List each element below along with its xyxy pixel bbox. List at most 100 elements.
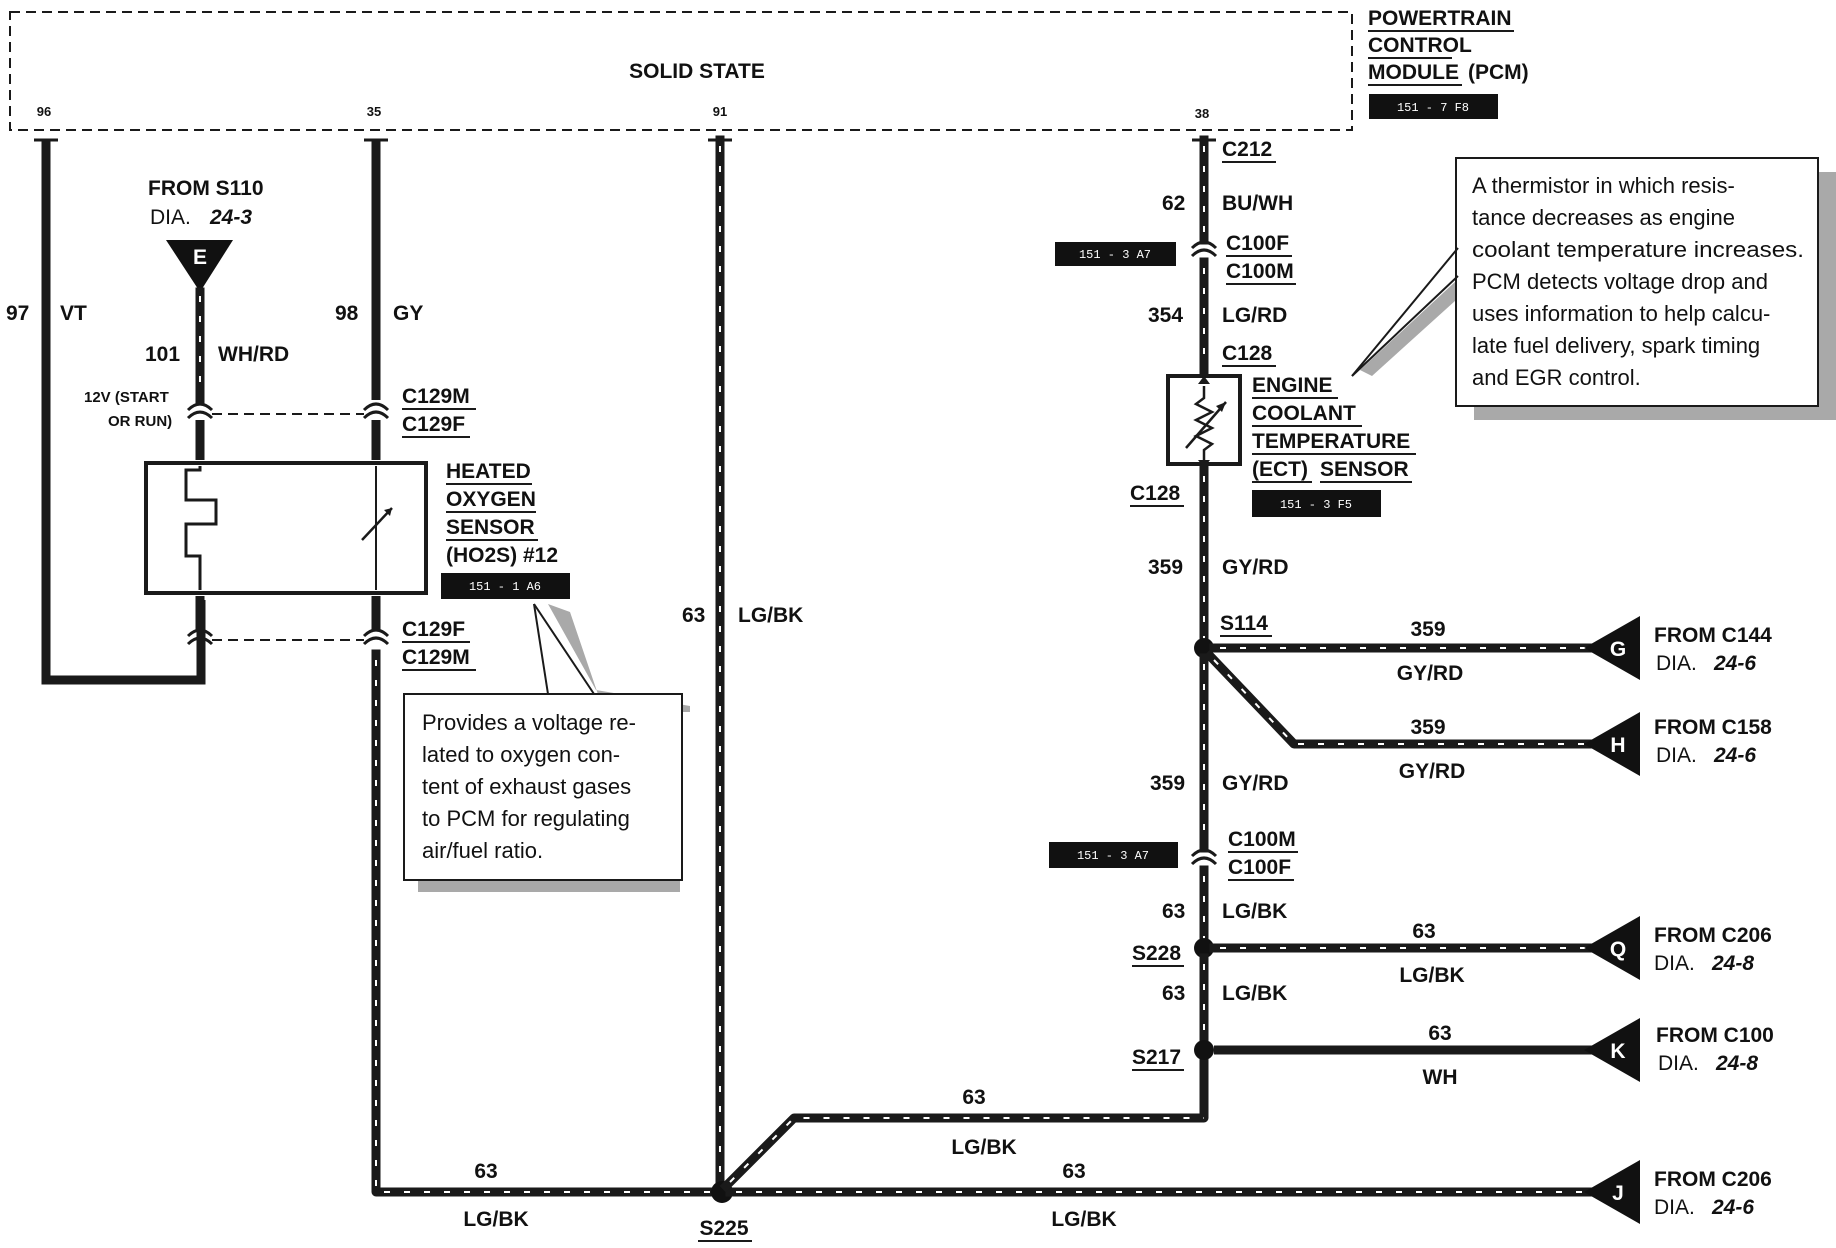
branch-g-circuit: 359	[1410, 618, 1445, 641]
ho2s-line-3: SENSOR	[446, 516, 535, 539]
circuit-354: 354	[1148, 304, 1183, 327]
connector-q-letter: Q	[1610, 938, 1626, 961]
ect-note: A thermistor in which resis- tance decre…	[1351, 157, 1836, 420]
ect-ref-box	[1252, 490, 1381, 517]
connector-k-dia-prefix: DIA.	[1658, 1052, 1699, 1075]
ect-line-3: TEMPERATURE	[1252, 430, 1410, 453]
ho2s-note-5: air/fuel ratio.	[422, 838, 543, 863]
connector-g: G FROM C144 DIA. 24-6	[1584, 616, 1772, 680]
c100f-top: C100F	[1226, 232, 1289, 255]
c100m-bot: C100M	[1228, 828, 1296, 851]
pcm-title-line-4: (PCM)	[1468, 61, 1529, 84]
from-s110-label: FROM S110	[148, 177, 264, 200]
connector-g-from: FROM C144	[1654, 624, 1772, 647]
pcm-title-line-3: MODULE	[1368, 61, 1459, 84]
connector-j: J FROM C206 DIA. 24-6	[1584, 1160, 1772, 1224]
circuit-63b: 63	[1162, 982, 1185, 1005]
connector-j-letter: J	[1612, 1182, 1624, 1205]
pcm-module: SOLID STATE 96 35 91 38	[9, 11, 1353, 131]
c129f-bot: C129F	[402, 618, 465, 641]
pcm-pin-38: 38	[1195, 106, 1209, 121]
color-359-lower: GY/RD	[1222, 772, 1289, 795]
gy-color: GY	[393, 302, 423, 325]
thermistor-symbol	[1193, 386, 1215, 460]
ect-note-box	[1455, 157, 1819, 407]
ho2s-ref-box	[441, 573, 570, 599]
connector-g-letter: G	[1610, 638, 1626, 661]
c128-top: C128	[1222, 342, 1273, 365]
s228-label: S228	[1132, 942, 1181, 965]
circuit-359-lower: 359	[1150, 772, 1185, 795]
ho2s-note: Provides a voltage re- lated to oxygen c…	[403, 603, 690, 892]
s225-label: S225	[699, 1217, 748, 1240]
branch-q-color: LG/BK	[1399, 964, 1464, 987]
center-color: LG/BK	[738, 604, 803, 627]
circuit-359-upper: 359	[1148, 556, 1183, 579]
pcm-title-line-2: CONTROL	[1368, 34, 1472, 57]
c100f-bot: C100F	[1228, 856, 1291, 879]
connector-q: Q FROM C206 DIA. 24-8	[1584, 916, 1772, 980]
ect-note-4: PCM detects voltage drop and	[1472, 269, 1768, 294]
branch-h-circuit: 359	[1410, 716, 1445, 739]
connector-j-arrow	[1584, 1160, 1640, 1224]
splice-s217	[1194, 1040, 1214, 1060]
heater-element	[184, 466, 218, 590]
c129f-top: C129F	[402, 413, 465, 436]
pcm-ref-box	[1369, 94, 1498, 119]
color-354: LG/RD	[1222, 304, 1287, 327]
splice-s228	[1194, 938, 1214, 958]
pcm-pin-96: 96	[37, 104, 51, 119]
connector-h: H FROM C158 DIA. 24-6	[1584, 712, 1772, 776]
ho2s-ref: 151 - 1 A6	[469, 580, 541, 594]
ho2s-line-2: OXYGEN	[446, 488, 536, 511]
ho2s-note-2: lated to oxygen con-	[422, 742, 620, 767]
ect-line-1: ENGINE	[1252, 374, 1333, 397]
bottom-left-color: LG/BK	[463, 1208, 528, 1231]
connector-j-dia: 24-6	[1711, 1196, 1754, 1219]
ho2s-id: (HO2S) #12	[446, 544, 558, 567]
color-63a: LG/BK	[1222, 900, 1287, 923]
connector-h-arrow	[1584, 712, 1640, 776]
connector-q-dia: 24-8	[1711, 952, 1754, 975]
circuit-62: 62	[1162, 192, 1185, 215]
wire-vt-97	[41, 140, 206, 685]
branch-q-circuit: 63	[1412, 920, 1435, 943]
s114-label: S114	[1220, 612, 1268, 635]
connector-g-dia: 24-6	[1713, 652, 1756, 675]
branch-k-circuit: 63	[1428, 1022, 1451, 1045]
c129m-bot: C129M	[402, 646, 470, 669]
connector-g-arrow	[1584, 616, 1640, 680]
ho2s-note-3: tent of exhaust gases	[422, 774, 631, 799]
connector-h-dia-prefix: DIA.	[1656, 744, 1697, 767]
ect-note-3: coolant temperature increases.	[1472, 237, 1804, 262]
ho2s-line-1: HEATED	[446, 460, 531, 483]
lower-ref-box	[1049, 842, 1178, 868]
ect-id-b: SENSOR	[1320, 458, 1409, 481]
color-359-upper: GY/RD	[1222, 556, 1289, 579]
whrd-color: WH/RD	[218, 343, 289, 366]
power-note-2: OR RUN)	[108, 413, 172, 430]
from-s110-dia-prefix: DIA.	[150, 206, 191, 229]
pcm-pin-91: 91	[713, 104, 727, 119]
color-63b: LG/BK	[1222, 982, 1287, 1005]
branch-h-color: GY/RD	[1399, 760, 1466, 783]
ho2s-outline	[144, 461, 428, 595]
connector-k-letter: K	[1610, 1040, 1625, 1063]
connector-e-letter: E	[193, 246, 207, 269]
c100m-top: C100M	[1226, 260, 1294, 283]
power-note-1: 12V (START	[84, 389, 169, 406]
ect-note-7: and EGR control.	[1472, 365, 1641, 390]
ect-note-6: late fuel delivery, spark timing	[1472, 333, 1760, 358]
c212-label: C212	[1222, 138, 1272, 161]
ect-ref-box-a	[1055, 242, 1176, 266]
from-s110-dia-value: 24-3	[209, 206, 252, 229]
ect-ref-a: 151 - 3 A7	[1079, 248, 1151, 262]
connector-h-from: FROM C158	[1654, 716, 1772, 739]
connector-g-dia-prefix: DIA.	[1656, 652, 1697, 675]
ho2s-note-1: Provides a voltage re-	[422, 710, 636, 735]
ect-ref: 151 - 3 F5	[1280, 498, 1352, 512]
wire-359-to-h	[1203, 649, 1601, 749]
c128-bot: C128	[1130, 482, 1181, 505]
s217-label: S217	[1132, 1046, 1181, 1069]
